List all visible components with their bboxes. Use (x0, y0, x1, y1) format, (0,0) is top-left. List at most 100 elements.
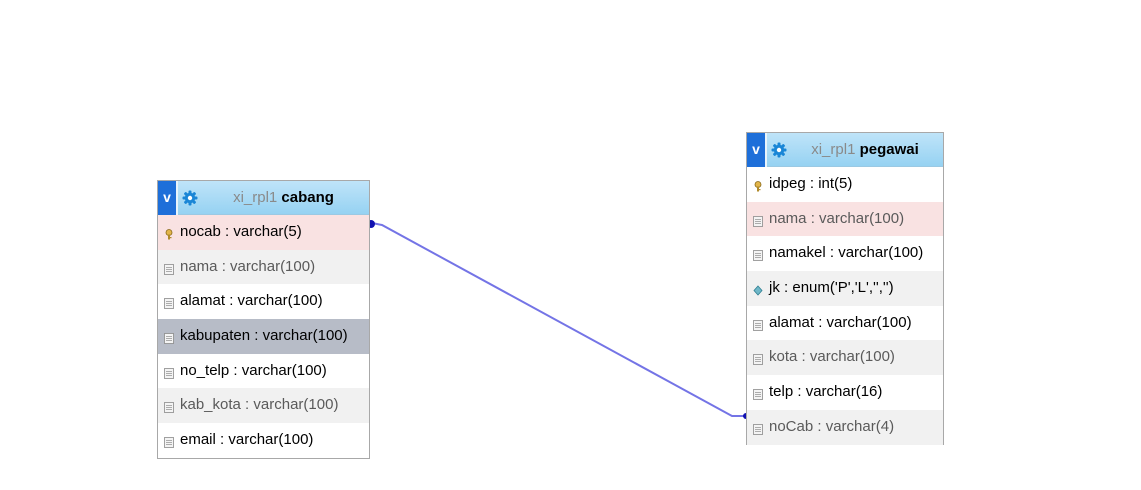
column-row[interactable]: nama : varchar(100) (747, 201, 943, 237)
column-type: varchar(100) (228, 431, 314, 449)
column-list: nocab : varchar(5)nama : varchar(100)ala… (158, 215, 369, 458)
column-label: alamat : varchar(100) (769, 306, 912, 340)
column-name: idpeg (769, 175, 806, 192)
column-label: nama : varchar(100) (769, 202, 904, 236)
column-separator: : (225, 292, 238, 310)
column-type: varchar(100) (819, 209, 905, 227)
column-icon (164, 296, 174, 310)
column-row[interactable]: kota : varchar(100) (747, 340, 943, 376)
column-icon (753, 214, 763, 227)
enum-icon (753, 283, 763, 296)
column-name: nama (769, 209, 807, 227)
column-row[interactable]: namakel : varchar(100) (747, 236, 943, 271)
column-icon (753, 422, 763, 435)
table-header[interactable]: v xi_rpl1 cabang (158, 181, 369, 215)
column-label: nocab : varchar(5) (180, 215, 302, 249)
column-name: kab_kota (180, 396, 241, 414)
table-title: xi_rpl1 pegawai (791, 133, 939, 167)
column-type: int(5) (818, 175, 853, 192)
column-type: varchar(16) (805, 383, 883, 401)
column-separator: : (229, 361, 242, 379)
toggle-button[interactable]: v (747, 133, 767, 167)
gear-icon[interactable] (771, 142, 787, 158)
column-name: email (180, 431, 216, 449)
column-separator: : (814, 313, 827, 331)
column-icon (164, 262, 174, 275)
column-icon (164, 366, 174, 379)
column-name: telp (769, 383, 794, 401)
column-icon (164, 331, 174, 344)
primary-key-icon (164, 227, 174, 240)
column-label: email : varchar(100) (180, 423, 313, 457)
column-row[interactable]: jk : enum('P','L','','') (747, 271, 943, 306)
column-name: nama (180, 257, 218, 275)
column-row[interactable]: no_telp : varchar(100) (158, 354, 369, 389)
column-label: alamat : varchar(100) (180, 284, 323, 318)
column-icon (164, 435, 174, 449)
column-separator: : (813, 417, 826, 435)
column-icon (753, 387, 763, 401)
column-type: varchar(100) (241, 361, 327, 379)
column-row[interactable]: kabupaten : varchar(100) (158, 319, 369, 354)
column-row[interactable]: alamat : varchar(100) (747, 306, 943, 341)
column-name: alamat (180, 292, 226, 310)
column-type: varchar(100) (237, 292, 323, 310)
column-list: idpeg : int(5)nama : varchar(100)namakel… (747, 167, 943, 445)
column-icon (753, 352, 763, 366)
column-name: noCab (769, 417, 814, 435)
column-name: kota (769, 348, 798, 366)
column-separator: : (806, 209, 820, 227)
column-row[interactable]: email : varchar(100) (158, 423, 369, 458)
column-separator: : (797, 348, 810, 366)
column-name: kabupaten (180, 327, 251, 345)
column-row[interactable]: nocab : varchar(5) (158, 215, 369, 250)
column-row[interactable]: telp : varchar(16) (747, 375, 943, 410)
database-name: xi_rpl1 (233, 189, 278, 206)
column-separator: : (240, 396, 254, 414)
column-label: noCab : varchar(4) (769, 410, 894, 444)
column-type: varchar(100) (230, 257, 316, 275)
column-icon (753, 248, 763, 262)
table-name: pegawai (859, 141, 919, 158)
column-row[interactable]: idpeg : int(5) (747, 167, 943, 202)
column-name: jk (769, 279, 780, 297)
column-name: no_telp (180, 361, 230, 379)
column-type: varchar(4) (825, 417, 895, 435)
table-pegawai[interactable]: v xi_rpl1 pegawai idpeg : int(5)nama : v… (746, 132, 944, 445)
column-label: idpeg : int(5) (769, 167, 852, 201)
column-separator: : (805, 175, 819, 192)
column-type: varchar(100) (809, 348, 895, 366)
column-label: kab_kota : varchar(100) (180, 388, 338, 422)
table-header[interactable]: v xi_rpl1 pegawai (747, 133, 943, 167)
column-separator: : (250, 327, 263, 345)
column-label: kota : varchar(100) (769, 340, 895, 374)
primary-key-icon (753, 179, 763, 192)
column-row[interactable]: noCab : varchar(4) (747, 409, 943, 445)
column-name: namakel (769, 244, 826, 262)
column-separator: : (217, 257, 231, 275)
column-row[interactable]: nama : varchar(100) (158, 249, 369, 285)
column-type: varchar(5) (233, 223, 302, 240)
toggle-button[interactable]: v (158, 181, 178, 215)
column-name: alamat (769, 313, 815, 331)
column-label: kabupaten : varchar(100) (180, 319, 348, 353)
column-label: namakel : varchar(100) (769, 236, 923, 270)
column-row[interactable]: kab_kota : varchar(100) (158, 388, 369, 424)
database-name: xi_rpl1 (811, 141, 856, 158)
column-type: varchar(100) (253, 396, 339, 414)
table-name: cabang (281, 189, 334, 206)
column-label: no_telp : varchar(100) (180, 354, 327, 388)
relation-line-nocab-nocab[interactable] (371, 222, 746, 417)
column-label: nama : varchar(100) (180, 250, 315, 284)
column-type: varchar(100) (826, 313, 912, 331)
column-type: varchar(100) (838, 244, 924, 262)
column-separator: : (779, 279, 793, 297)
column-icon (753, 318, 763, 331)
column-label: telp : varchar(16) (769, 375, 882, 409)
gear-icon[interactable] (182, 190, 198, 206)
column-type: varchar(100) (262, 327, 348, 345)
column-row[interactable]: alamat : varchar(100) (158, 284, 369, 319)
table-cabang[interactable]: v xi_rpl1 cabang nocab : varchar(5)nama … (157, 180, 370, 459)
column-icon (164, 400, 174, 414)
column-name: nocab (180, 223, 221, 240)
